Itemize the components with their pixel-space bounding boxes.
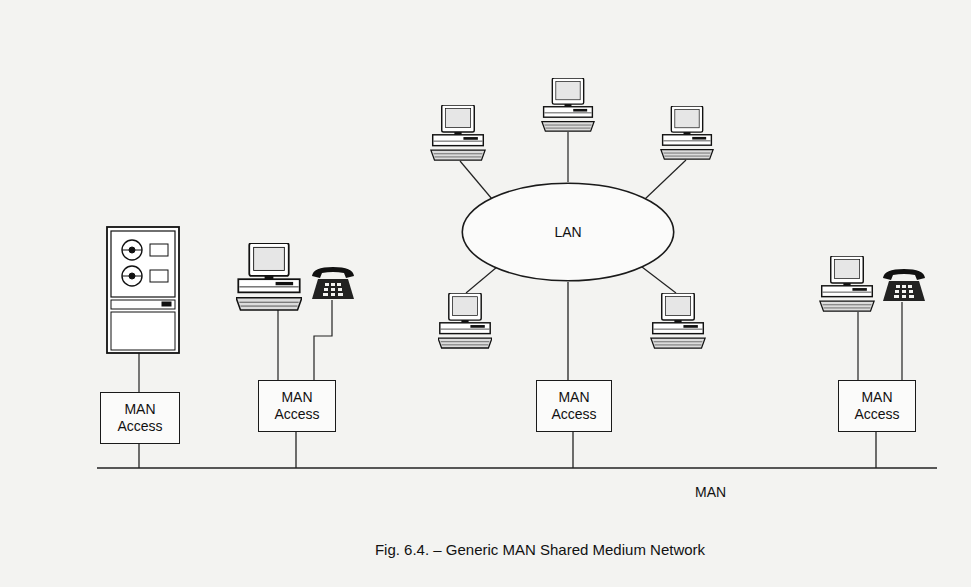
network-label: MAN	[695, 484, 726, 500]
access-box: MAN Access	[838, 380, 916, 432]
figure-caption: Fig. 6.4. – Generic MAN Shared Medium Ne…	[240, 541, 840, 558]
node-text: LAN	[554, 224, 581, 241]
device-wires	[139, 132, 902, 392]
bus-taps	[139, 431, 876, 468]
computer-icon	[651, 293, 705, 348]
tape-drive	[107, 227, 179, 353]
computer-icon	[820, 256, 874, 311]
man-bus	[97, 467, 937, 469]
access-box: MAN Access	[258, 380, 336, 432]
connector-line	[567, 282, 568, 380]
access-box: MAN Access	[100, 392, 180, 444]
node-text: MAN Access	[542, 389, 606, 423]
computer-icon	[542, 78, 594, 131]
node-text: MAN Access	[844, 389, 910, 423]
node-text: MAN Access	[264, 389, 330, 423]
access-box: MAN Access	[536, 380, 612, 432]
telephone-icon	[883, 269, 925, 301]
telephone-icon	[312, 267, 354, 299]
computer-icon	[431, 105, 485, 160]
computer-icon	[438, 293, 492, 348]
computer-icon	[661, 106, 713, 159]
node-text: MAN Access	[106, 401, 174, 435]
lan-ellipse: LAN	[461, 182, 675, 282]
computer-icon	[236, 243, 302, 310]
